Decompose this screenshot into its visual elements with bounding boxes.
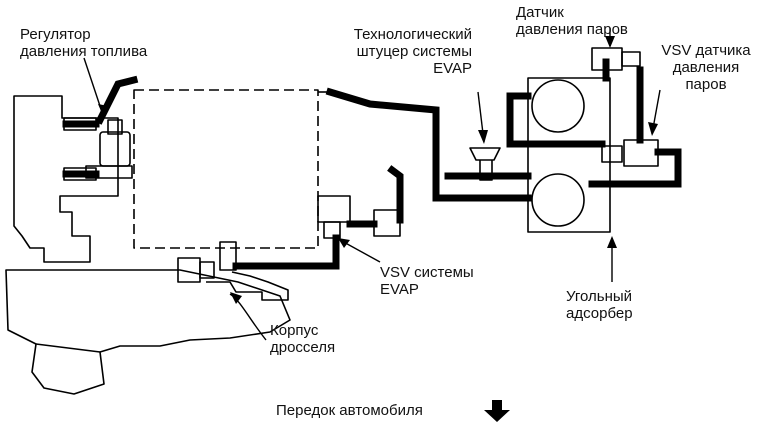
label-line: Регулятор	[20, 26, 91, 43]
hose-vsv-evap	[232, 234, 340, 270]
down-arrow-icon	[484, 400, 510, 422]
label-vsv-sensor: VSV датчика давления паров	[644, 42, 768, 93]
label-evap-port: Технологический штуцер системы EVAP	[300, 26, 472, 77]
fuel-pressure-regulator	[99, 131, 131, 167]
intake-runner	[5, 269, 291, 395]
air-cleaner-outline	[133, 89, 319, 249]
label-line: давления топлива	[20, 43, 148, 60]
label-line: Корпус	[270, 322, 319, 339]
vsv-evap-valve	[317, 195, 351, 223]
label-line: Технологический	[353, 26, 472, 43]
charcoal-canister	[527, 77, 611, 233]
hose-canister-purge	[432, 120, 532, 202]
label-charcoal: Угольный адсорбер	[566, 288, 633, 322]
label-line: давления паров	[516, 21, 628, 38]
label-vsv-evap: VSV системы EVAP	[380, 264, 474, 298]
label-throttle: Корпус дросселя	[270, 322, 335, 356]
label-line: Передок автомобиля	[276, 402, 423, 419]
label-line: паров	[685, 76, 727, 93]
label-line: давления	[672, 59, 740, 76]
label-front-of-vehicle: Передок автомобиля	[276, 402, 423, 419]
label-line: VSV датчика	[661, 42, 751, 59]
label-fuel-regulator: Регулятор давления топлива	[20, 26, 147, 60]
label-line: EVAP	[380, 281, 419, 298]
label-line: VSV системы	[380, 264, 474, 281]
vsv-vapor-sensor	[623, 139, 659, 167]
label-vapor-sensor: Датчик давления паров	[516, 4, 628, 38]
label-line: Угольный	[566, 288, 633, 305]
label-line: адсорбер	[566, 305, 633, 322]
label-line: дросселя	[270, 339, 336, 356]
evap-service-port	[469, 147, 501, 161]
label-line: штуцер системы	[356, 43, 472, 60]
label-line: EVAP	[433, 60, 472, 77]
label-line: Датчик	[516, 4, 564, 21]
